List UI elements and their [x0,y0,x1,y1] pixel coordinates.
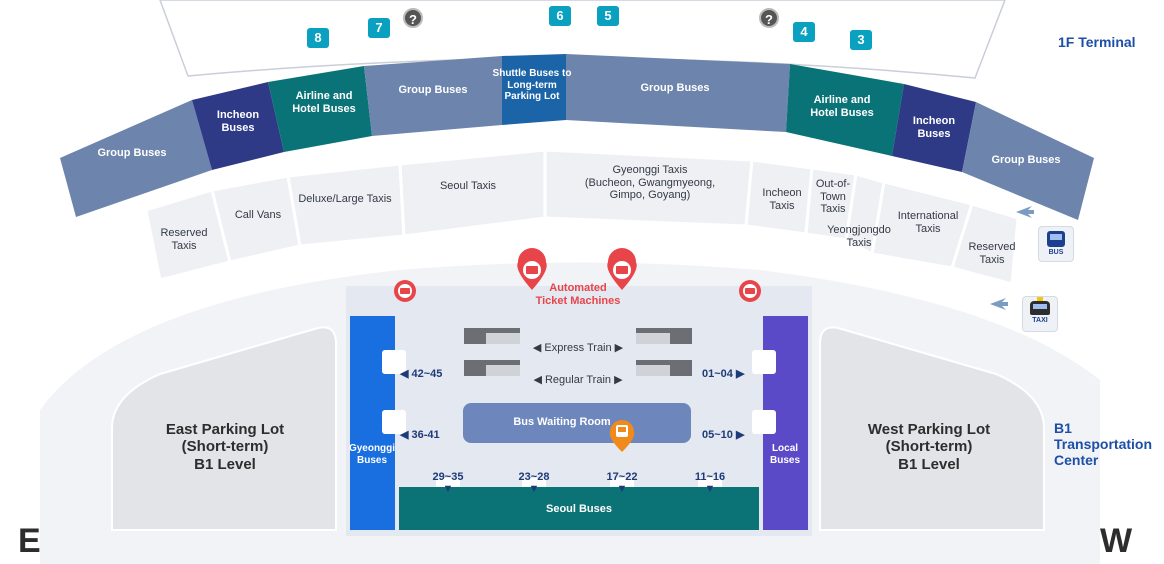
regular-train-label: ◀ Regular Train ▶ [522,361,634,386]
bus-direction-arrow [1016,206,1034,218]
arrow-down-icon: ▼ [442,483,454,496]
arrow-right-icon: ▶ [732,367,745,380]
express-train-label: ◀ Express Train ▶ [522,329,634,354]
gate-6-badge: 6 [549,6,571,26]
compass-east: E [18,522,41,560]
bus-zone-label: Group Buses [991,154,1061,166]
bus-zone-band [60,54,1094,220]
express-train-text: Express Train [544,341,612,354]
bus-zone-label: Shuttle Buses to Long-term Parking Lot [492,68,572,102]
taxi-zone-band [144,148,1020,286]
train-graphics [464,328,692,376]
info-desk-icon-2: ? [759,8,779,28]
zone-group-buses-4 [962,102,1094,220]
taxi-zone-label: International Taxis [897,210,959,235]
bus-zone-label: Group Buses [97,147,167,159]
bus-zone-label: Airline and Hotel Buses [810,94,874,119]
arrow-down-icon: ▼ [616,483,628,496]
bus-zone-label: Incheon Buses [912,115,956,140]
platform-right-mid: 05~10 ▶ [702,428,745,441]
zone-group-buses-1 [60,100,212,217]
arrow-left-icon: ◀ [400,367,412,380]
platform-bottom: 17~22▼ [606,470,638,496]
gate-3-badge: 3 [850,30,872,50]
ticket-machine-small-1 [394,280,416,302]
taxi-zone-label: Out-of- Town Taxis [815,178,851,216]
seoul-bus-bar [399,487,759,530]
info-desk-icon-1: ? [403,8,423,28]
taxi-direction-arrow [990,298,1008,310]
ticket-machine-pin-2 [607,248,637,290]
arrow-right-icon: ▶ [732,428,745,441]
bus-zone-label: Incheon Buses [216,109,260,134]
arrow-down-icon: ▼ [528,483,540,496]
platform-right-top: 01~04 ▶ [702,367,745,380]
gate-5-badge: 5 [597,6,619,26]
zone-incheon-buses-2 [892,84,976,172]
taxi-zone-label: Call Vans [234,209,282,221]
gyeonggi-buses-label: Gyeonggi Buses [348,443,396,466]
gate-7-badge: 7 [368,18,390,38]
ticket-machine-pin-1 [517,248,547,290]
zone-airline-hotel-2 [786,64,904,156]
arrow-left-icon: ◀ [400,428,412,441]
bus-waiting-room-label: Bus Waiting Room [513,416,611,428]
transportation-center-label: B1 Transportation Center [1054,420,1153,469]
west-parking-lot-shape [819,326,1045,531]
west-parking-lot-label: West Parking Lot (Short-term) B1 Level [867,421,991,473]
platform-left-top: ◀ 42~45 [400,367,443,380]
ticket-machines-label: Automated Ticket Machines [535,282,621,307]
zone-group-buses-2 [364,56,502,136]
seoul-buses-label: Seoul Buses [545,503,613,515]
gate-4-badge: 4 [793,22,815,42]
bus-location-pin [609,420,635,452]
terminal-label: 1F Terminal [1058,34,1136,50]
taxi-zone-label: Incheon Taxis [762,187,802,212]
zone-shuttle-buses [502,54,566,125]
train-arrow-left-icon: ◀ [533,373,545,386]
taxi-stand-icon: TAXI [1022,296,1058,332]
train-arrow-right-icon: ▶ [611,373,623,386]
arrow-down-icon: ▼ [704,483,716,496]
platform-bottom: 29~35▼ [432,470,464,496]
taxi-zone-label: Deluxe/Large Taxis [298,193,392,205]
east-parking-lot-shape [111,326,337,531]
taxi-zone-label: Seoul Taxis [439,180,497,192]
zone-incheon-buses-1 [192,82,284,170]
taxi-zone-label: Reserved Taxis [968,241,1016,266]
bus-icon-caption: BUS [1048,249,1064,256]
taxi-icon-caption: TAXI [1032,317,1048,324]
taxi-zone-label: Reserved Taxis [160,227,208,252]
taxi-zone-label: Yeongjongdo Taxis [827,224,891,249]
bus-zone-label: Group Buses [640,82,710,94]
compass-west: W [1100,522,1133,560]
local-buses-label: Local Buses [769,443,800,466]
train-arrow-left-icon: ◀ [532,341,545,354]
ticket-machine-small-2 [739,280,761,302]
regular-train-text: Regular Train [544,373,612,386]
train-arrow-right-icon: ▶ [611,341,624,354]
bus-stop-icon: BUS [1038,226,1074,262]
bus-zone-label: Airline and Hotel Buses [292,90,356,115]
taxi-reserved-2 [950,202,1020,286]
east-parking-lot-label: East Parking Lot (Short-term) B1 Level [165,421,285,473]
platform-bottom: 11~16▼ [694,470,726,496]
platform-left-mid: ◀ 36-41 [400,428,440,441]
gate-8-badge: 8 [307,28,329,48]
bus-zone-label: Group Buses [398,84,468,96]
taxi-zone-label: Gyeonggi Taxis (Bucheon, Gwangmyeong, Gi… [584,164,716,202]
platform-bottom: 23~28▼ [518,470,550,496]
zone-group-buses-3 [566,54,790,132]
zone-airline-hotel-1 [268,66,372,152]
